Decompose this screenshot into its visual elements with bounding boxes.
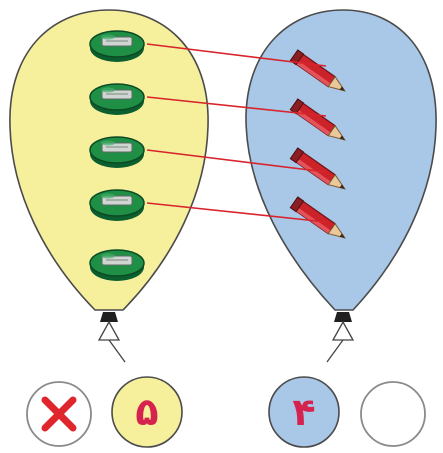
- right-balloon-knot: [334, 312, 352, 322]
- right-balloon-body: [245, 9, 437, 311]
- right-balloon-string: [326, 339, 344, 363]
- sharpener-icon: [89, 30, 145, 63]
- connector-line: [146, 96, 327, 117]
- sharpener-icon: [89, 189, 145, 222]
- left-count-label: ۵: [135, 390, 158, 434]
- right-count-label: ۴: [292, 390, 315, 434]
- right-balloon: [245, 9, 437, 363]
- left-balloon-string: [108, 339, 126, 363]
- connector-line: [146, 202, 327, 223]
- left-count-circle: ۵: [111, 376, 183, 448]
- right-answer-circle[interactable]: [360, 381, 426, 447]
- sharpener-icon: [89, 136, 145, 169]
- connector-lines: [146, 43, 327, 223]
- left-balloon: [9, 9, 209, 363]
- left-balloon-knot: [100, 312, 118, 322]
- connector-line: [146, 149, 327, 173]
- left-answer-circle[interactable]: [26, 381, 92, 447]
- sharpener-icon: [89, 83, 145, 116]
- right-count-circle: ۴: [268, 376, 340, 448]
- cross-mark-icon: [41, 396, 77, 432]
- connector-line: [146, 43, 327, 67]
- sharpener-icon: [89, 249, 145, 282]
